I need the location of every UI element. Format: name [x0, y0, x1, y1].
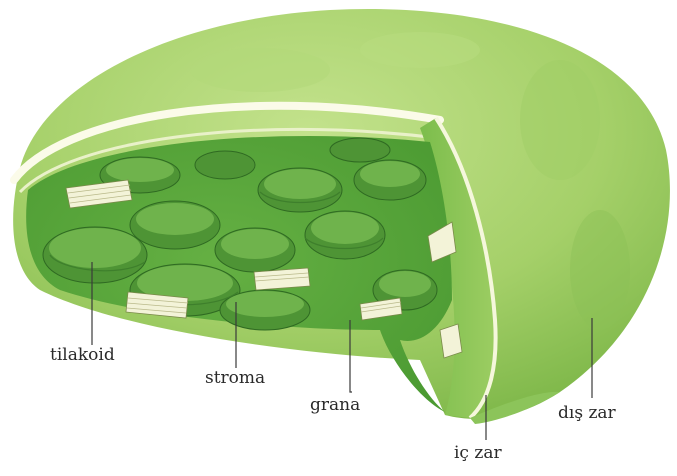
label-thylakoid: tilakoid: [50, 345, 115, 365]
label-inner-membrane: iç zar: [454, 443, 502, 463]
label-outer-membrane: dış zar: [558, 403, 617, 423]
label-granum: grana: [310, 395, 360, 415]
label-stroma: stroma: [205, 368, 265, 388]
